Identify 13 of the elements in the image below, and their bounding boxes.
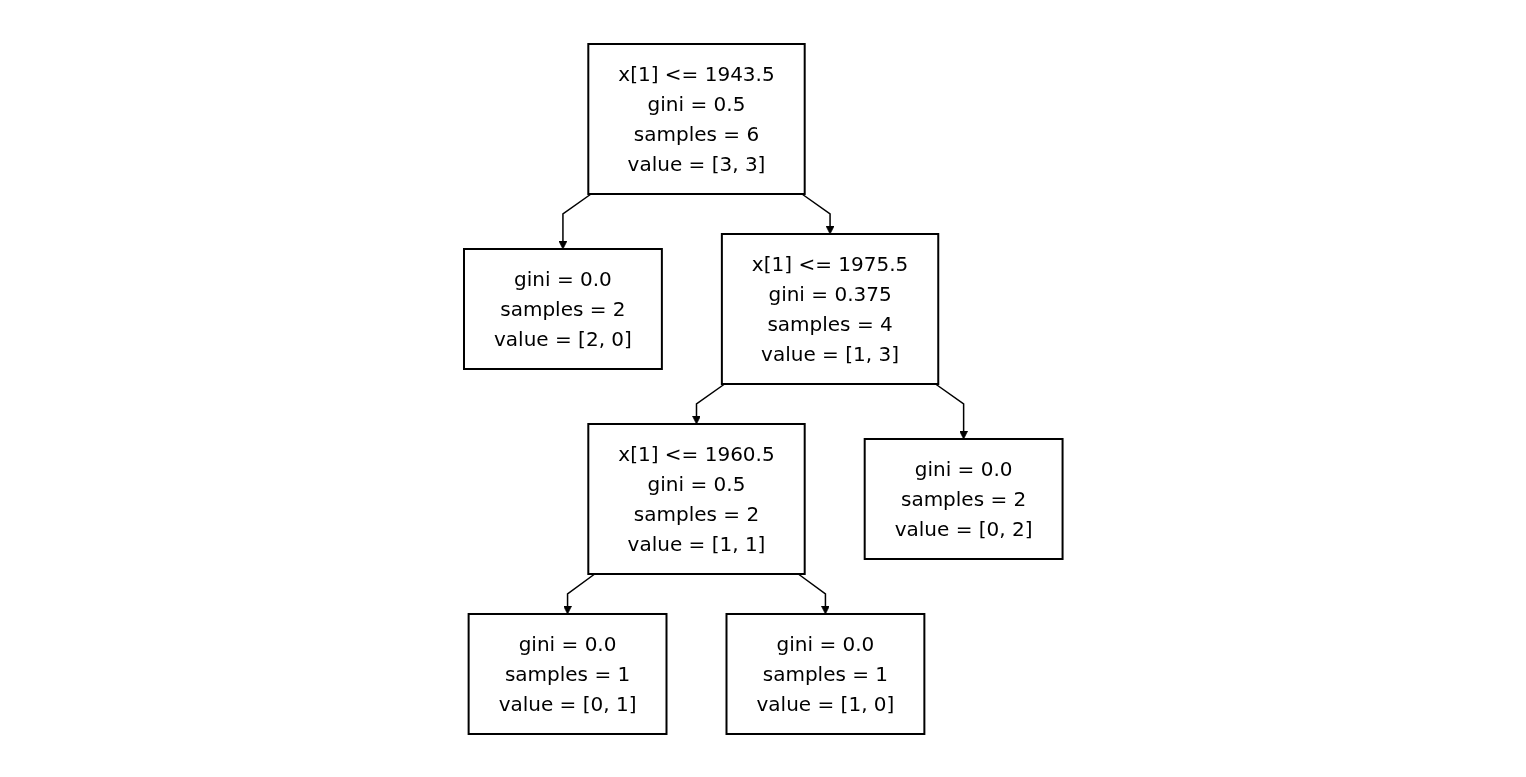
node-box: x[1] <= 1975.5 gini = 0.375 samples = 4 value = [1, 3] — [720, 232, 939, 385]
node-box: gini = 0.0 samples = 2 value = [2, 0] — [462, 247, 663, 370]
arrow — [934, 382, 968, 439]
node-box: gini = 0.0 samples = 1 value = [1, 0] — [725, 612, 926, 735]
arrow — [691, 382, 726, 424]
node-box: x[1] <= 1943.5 gini = 0.5 samples = 6 value = [3, 3] — [587, 42, 806, 195]
node-box: x[1] <= 1960.5 gini = 0.5 samples = 2 value = [1, 1] — [587, 422, 806, 575]
node-box: gini = 0.0 samples = 1 value = [0, 1] — [467, 612, 668, 735]
arrow — [562, 572, 596, 614]
arrow — [797, 572, 830, 614]
arrow — [800, 192, 835, 234]
node-box: gini = 0.0 samples = 2 value = [0, 2] — [863, 437, 1064, 560]
arrow — [558, 192, 592, 249]
